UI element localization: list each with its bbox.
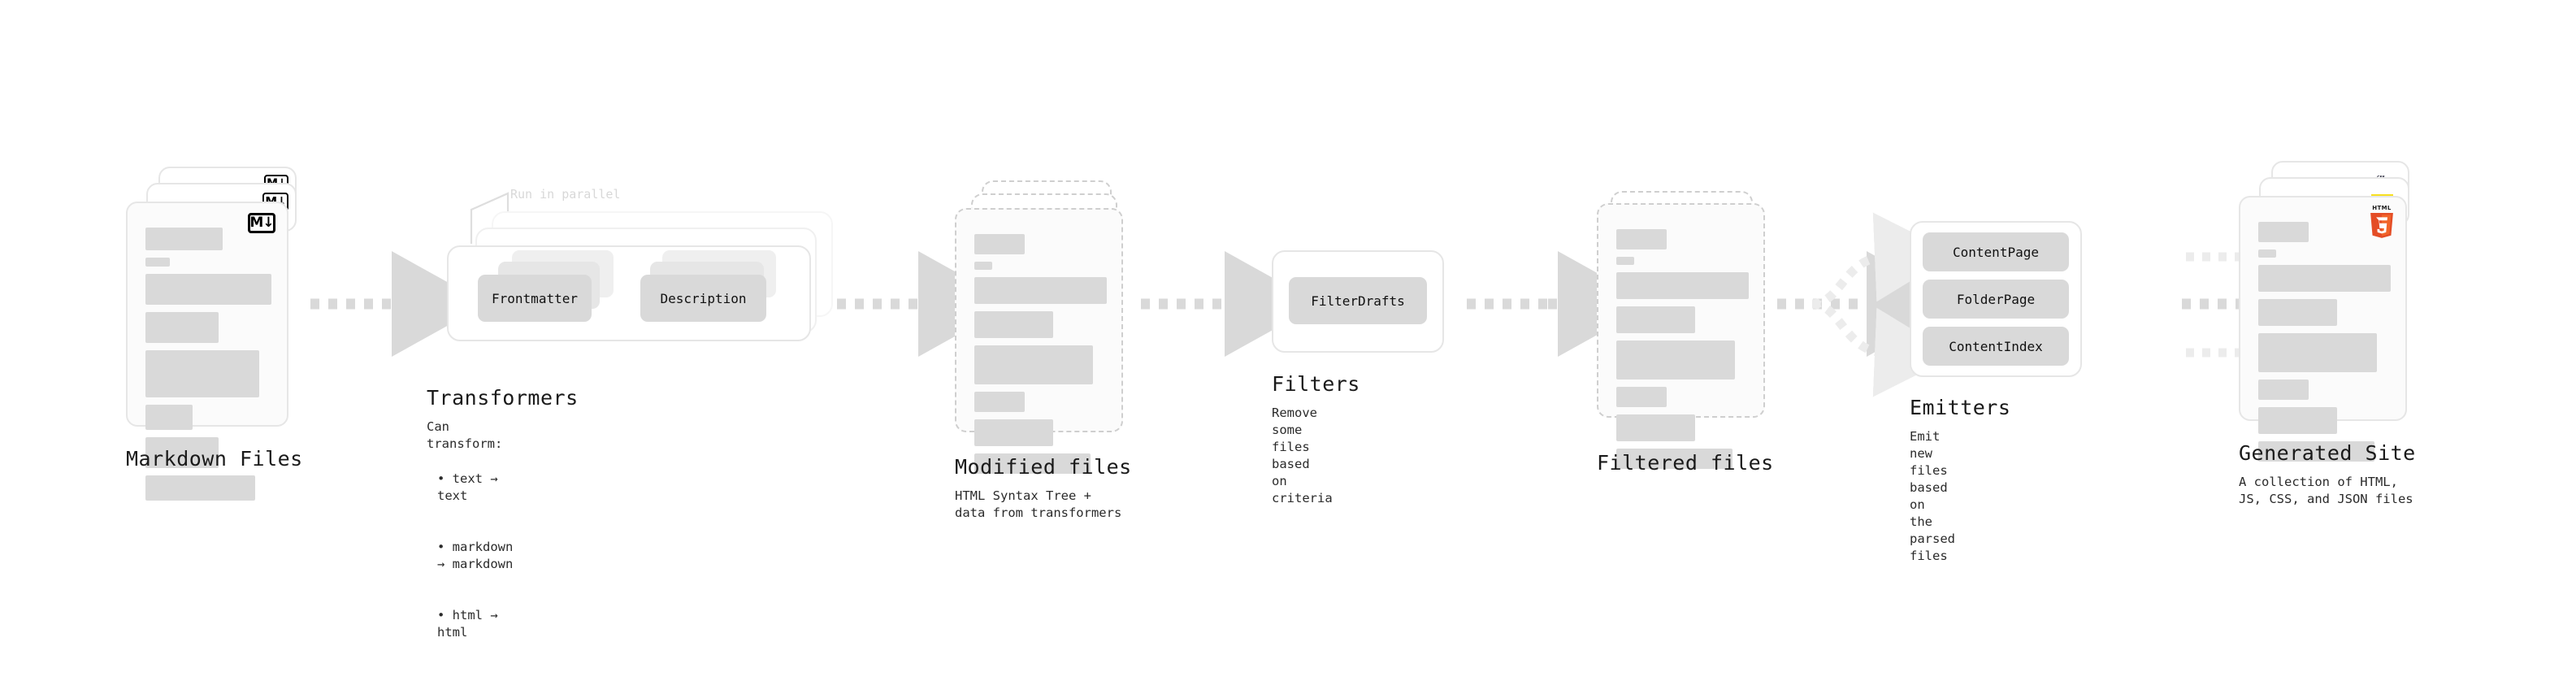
generated-card-stack: CSS HTML: [2239, 161, 2434, 462]
svg-text:HTML: HTML: [2372, 205, 2392, 211]
filtered-card-stack: [1597, 191, 1784, 469]
filtered-card-front[interactable]: [1597, 203, 1765, 469]
modified-files-subtitle: HTML Syntax Tree + data from transformer…: [955, 488, 1122, 520]
transformer-bullet-item: • text → text: [437, 471, 498, 503]
skeleton-bar: [1616, 257, 1634, 265]
stage-title-markdown-files: Markdown Files: [126, 447, 303, 471]
transformer-bullet-item: • markdown → markdown: [437, 540, 514, 571]
transformer-chip-frontmatter[interactable]: Frontmatter: [478, 275, 592, 322]
emitter-chip-folderpage[interactable]: FolderPage: [1923, 280, 2069, 319]
stage-title-generated-site: Generated Site: [2239, 441, 2416, 465]
filter-chip-filterdrafts[interactable]: FilterDrafts: [1289, 277, 1427, 324]
skeleton-bar: [974, 234, 1025, 254]
skeleton-bar: [974, 392, 1025, 412]
run-in-parallel-label: Run in parallel: [510, 187, 621, 202]
stage-title-transformers: Transformers: [427, 386, 579, 410]
markdown-card-front[interactable]: M↓: [126, 202, 288, 501]
stage-modified-files: Modified files HTML Syntax Tree + data f…: [955, 180, 1142, 520]
skeleton-bar: [2258, 407, 2337, 434]
skeleton-bar: [1616, 414, 1695, 441]
generated-site-subtitle: A collection of HTML, JS, CSS, and JSON …: [2239, 475, 2413, 506]
generated-skeleton: [2258, 222, 2391, 469]
stage-title-emitters: Emitters: [1910, 396, 2011, 419]
markdown-card-stack: M↓ M↓ M↓: [126, 167, 313, 501]
transformer-chip-description[interactable]: Description: [640, 275, 766, 322]
skeleton-bar: [2258, 249, 2276, 258]
emitter-chip-contentindex[interactable]: ContentIndex: [1923, 327, 2069, 366]
modified-skeleton: [974, 234, 1107, 481]
skeleton-bar: [145, 475, 255, 501]
stage-title-filters: Filters: [1272, 372, 1360, 396]
skeleton-bar: [145, 350, 259, 397]
transformer-bullet-item: • html → html: [437, 608, 498, 640]
skeleton-bar: [145, 312, 219, 343]
skeleton-bar: [2258, 441, 2374, 462]
markdown-icon: M↓: [248, 213, 275, 233]
emitters-subtitle: Emit new files based on the parsed files: [1910, 429, 1955, 563]
skeleton-bar: [145, 258, 170, 267]
skeleton-bar: [974, 277, 1107, 304]
arrow-filtered-to-emitters: [1777, 212, 1962, 397]
skeleton-bar: [2258, 380, 2309, 400]
stage-filtered-files: Filtered files: [1597, 191, 1784, 475]
skeleton-bar: [974, 419, 1053, 446]
skeleton-bar: [1616, 229, 1667, 249]
transformers-bullets: • text → text • markdown → markdown • ht…: [437, 436, 513, 658]
html5-icon: HTML: [2370, 205, 2393, 238]
skeleton-bar: [2258, 299, 2337, 326]
filtered-skeleton: [1616, 229, 1749, 476]
skeleton-bar: [145, 274, 271, 305]
skeleton-bar: [145, 437, 219, 468]
skeleton-bar: [1616, 340, 1735, 380]
skeleton-bar: [2258, 333, 2377, 372]
emitter-chip-contentpage[interactable]: ContentPage: [1923, 232, 2069, 271]
skeleton-bar: [1616, 272, 1749, 299]
stage-markdown-files: M↓ M↓ M↓ Markdown Files: [126, 167, 313, 501]
generated-card-front[interactable]: HTML: [2239, 196, 2407, 462]
stage-generated-site: CSS HTML: [2239, 161, 2434, 506]
stage-title-modified-files: Modified files: [955, 455, 1132, 479]
skeleton-bar: [974, 345, 1093, 384]
modified-card-front[interactable]: [955, 208, 1123, 474]
modified-card-stack: [955, 180, 1142, 474]
skeleton-bar: [2258, 265, 2391, 292]
skeleton-bar: [145, 405, 193, 430]
markdown-skeleton: [145, 228, 271, 508]
skeleton-bar: [1616, 387, 1667, 407]
skeleton-bar: [145, 228, 223, 250]
skeleton-bar: [974, 453, 1091, 474]
skeleton-bar: [2258, 222, 2309, 242]
skeleton-bar: [974, 311, 1053, 338]
filters-subtitle: Remove some files based on criteria: [1272, 406, 1333, 505]
skeleton-bar: [974, 262, 992, 270]
transformers-subtitle: Can transform:: [427, 419, 503, 451]
skeleton-bar: [1616, 306, 1695, 333]
stage-title-filtered-files: Filtered files: [1597, 451, 1774, 475]
skeleton-bar: [1616, 449, 1733, 469]
